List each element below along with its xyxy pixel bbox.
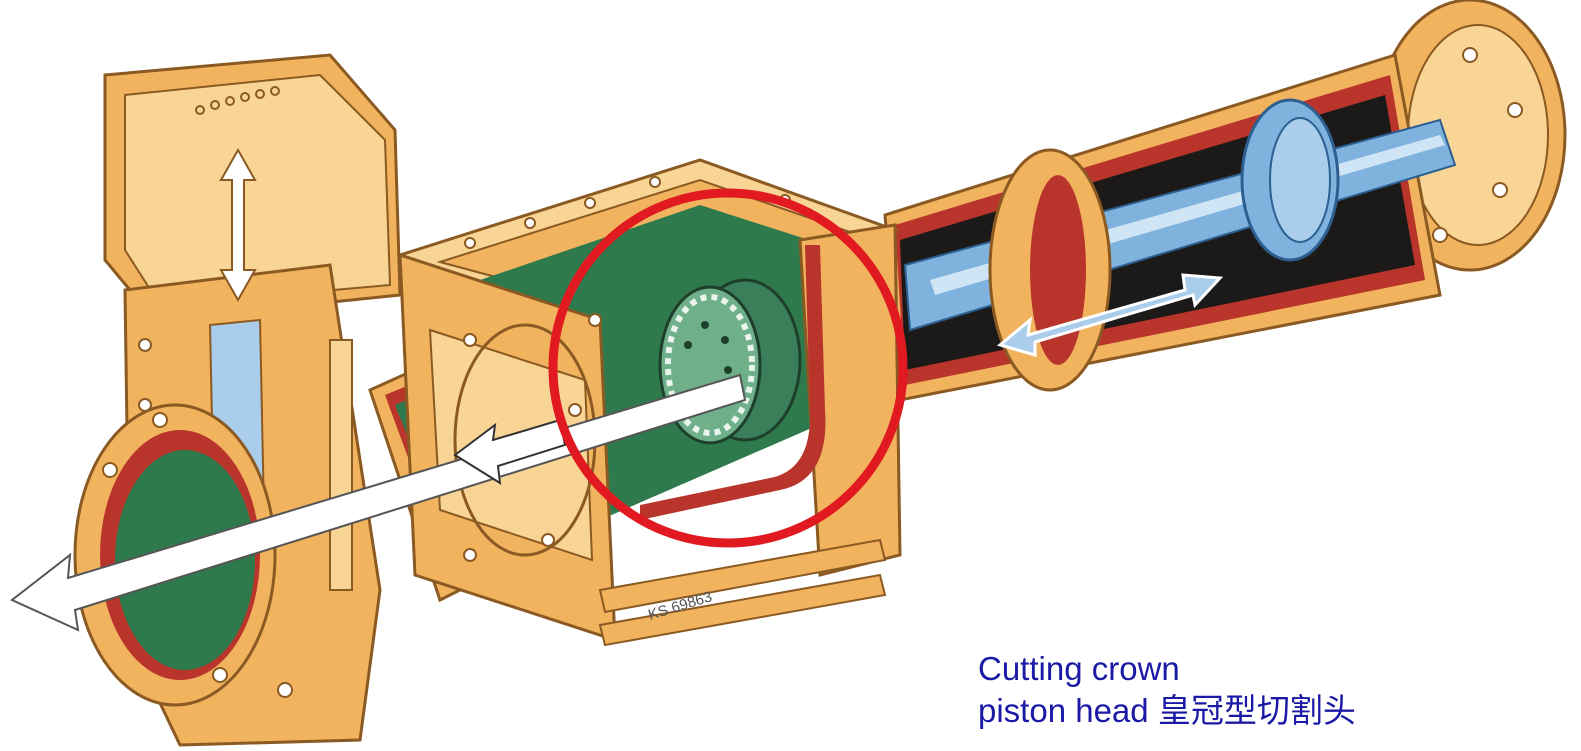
flange-bolt <box>138 398 152 412</box>
crown-hole <box>724 366 732 374</box>
hopper-wall-section <box>640 245 826 520</box>
flange-bolt <box>463 548 477 562</box>
caption: Cutting crown piston head 皇冠型切割头 <box>978 648 1356 732</box>
flange-bolt <box>152 412 168 428</box>
crown-teeth-ring <box>665 294 755 436</box>
frame-bolt <box>649 176 661 188</box>
flange-bolt <box>1432 227 1448 243</box>
frame-bolt <box>588 313 602 327</box>
flange-bolt <box>1462 47 1478 63</box>
crown-hole <box>701 321 709 329</box>
flange-bolt <box>463 333 477 347</box>
flange-bolt <box>102 462 118 478</box>
valve-bolt <box>195 105 205 115</box>
double-arrow-icon <box>219 147 257 303</box>
highlight-circle <box>548 188 908 548</box>
valve-guide-rod <box>329 339 353 591</box>
flange-bolt <box>541 533 555 547</box>
flange-bolt <box>277 682 293 698</box>
valve-bolt <box>255 89 265 99</box>
hydraulic-cylinder <box>883 0 1567 402</box>
crown-hole <box>684 341 692 349</box>
flange-bolt <box>138 338 152 352</box>
caption-english: piston head <box>978 692 1149 729</box>
caption-line-2: piston head 皇冠型切割头 <box>978 690 1356 732</box>
valve-housing <box>73 53 402 747</box>
frame-bolt <box>584 197 596 209</box>
hopper-base-rail <box>598 573 887 647</box>
caption-chinese: 皇冠型切割头 <box>1157 691 1356 730</box>
flange-bolt <box>212 667 228 683</box>
valve-bolt <box>240 92 250 102</box>
flange-bolt <box>568 403 582 417</box>
double-arrow-icon <box>996 273 1224 357</box>
crown-hole <box>721 336 729 344</box>
valve-top-face <box>124 73 392 307</box>
frame-bolt <box>524 217 536 229</box>
flange-bolt <box>1507 102 1523 118</box>
cylinder-mid-flange-section <box>1030 175 1086 365</box>
valve-bolt <box>225 96 235 106</box>
valve-bolt <box>270 86 280 96</box>
caption-line-1: Cutting crown <box>978 650 1180 687</box>
flange-bolt <box>1492 182 1508 198</box>
valve-bolt <box>210 100 220 110</box>
hydraulic-piston-face <box>1269 117 1331 243</box>
flow-arrow-icon <box>10 373 747 632</box>
frame-bolt <box>464 237 476 249</box>
hopper-base-rail <box>598 538 887 614</box>
